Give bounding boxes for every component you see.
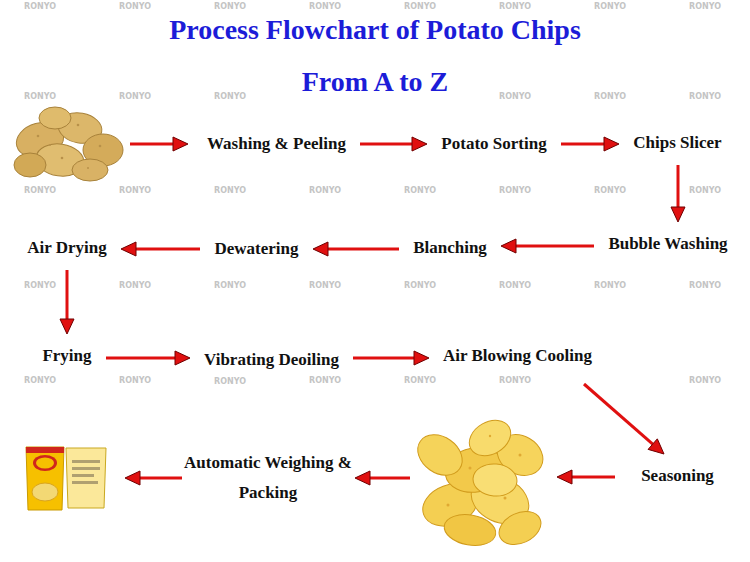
step-text: Blanching: [413, 238, 487, 258]
watermark: RONYO: [119, 281, 151, 290]
process-step: Bubble Washing: [606, 234, 730, 254]
flow-arrow: [671, 165, 685, 222]
step-text: Air Blowing Cooling: [443, 346, 592, 366]
process-step: Frying: [40, 346, 94, 366]
arrow-head: [313, 242, 328, 256]
arrow-line: [677, 165, 680, 207]
arrow-head: [412, 137, 427, 151]
watermark: RONYO: [214, 92, 246, 101]
watermark: RONYO: [689, 281, 721, 290]
process-step: Vibrating Deoiling: [202, 350, 341, 370]
watermark: RONYO: [24, 92, 56, 101]
step-text: Washing & Peeling: [207, 134, 346, 154]
chips-picture: [410, 413, 550, 551]
watermark: RONYO: [689, 92, 721, 101]
arrow-line: [561, 143, 604, 146]
process-step: Air Drying: [25, 238, 109, 258]
process-step: Dewatering: [212, 239, 301, 259]
arrow-head: [604, 137, 619, 151]
watermark: RONYO: [309, 281, 341, 290]
watermark: RONYO: [214, 281, 246, 290]
watermark: RONYO: [689, 2, 721, 11]
watermark: RONYO: [24, 281, 56, 290]
flow-arrow: [561, 137, 619, 151]
arrow-line: [66, 270, 69, 319]
watermark: RONYO: [309, 186, 341, 195]
watermark: RONYO: [214, 377, 246, 386]
watermark: RONYO: [499, 2, 531, 11]
step-text: Air Drying: [27, 238, 107, 258]
flow-arrow: [584, 384, 664, 454]
watermark: RONYO: [24, 186, 56, 195]
process-step: Chips Slicer: [631, 133, 724, 153]
flow-arrow: [60, 270, 74, 334]
flow-arrow: [353, 351, 429, 365]
watermark: RONYO: [689, 376, 721, 385]
step-text: Bubble Washing: [608, 234, 727, 254]
arrow-head: [501, 239, 516, 253]
watermark: RONYO: [309, 2, 341, 11]
chip-bag-picture: [26, 447, 106, 510]
watermark: RONYO: [404, 186, 436, 195]
watermark: RONYO: [119, 92, 151, 101]
arrow-head: [648, 439, 664, 454]
arrow-line: [516, 245, 594, 248]
arrow-head: [175, 351, 190, 365]
flow-arrow: [106, 351, 190, 365]
flow-arrow: [360, 137, 427, 151]
arrow-line: [353, 357, 414, 360]
flow-arrow: [121, 242, 200, 256]
watermark: RONYO: [214, 2, 246, 11]
watermark: RONYO: [689, 186, 721, 195]
watermark: RONYO: [404, 281, 436, 290]
step-text: Automatic Weighing & Packing: [182, 448, 354, 508]
watermark: RONYO: [594, 281, 626, 290]
watermark: RONYO: [24, 376, 56, 385]
arrow-head: [671, 207, 685, 222]
process-step: Washing & Peeling: [205, 134, 348, 154]
watermark: RONYO: [404, 376, 436, 385]
flow-arrow: [501, 239, 594, 253]
step-text: Vibrating Deoiling: [204, 350, 339, 370]
watermark: RONYO: [119, 186, 151, 195]
process-step: Seasoning: [639, 466, 716, 486]
picture-arrows: [125, 137, 615, 485]
arrow-head: [121, 242, 136, 256]
watermark: RONYO: [594, 2, 626, 11]
step-text: Frying: [42, 346, 91, 366]
step-text: Dewatering: [214, 239, 298, 259]
process-step: Blanching: [411, 238, 489, 258]
step-text: Chips Slicer: [633, 133, 721, 153]
flow-arrow: [313, 242, 399, 256]
watermark: RONYO: [119, 376, 151, 385]
watermark: RONYO: [594, 186, 626, 195]
watermark: RONYO: [499, 376, 531, 385]
arrow-line: [328, 248, 399, 251]
step-text: Seasoning: [641, 466, 714, 486]
step-text: Potato Sorting: [441, 134, 546, 154]
arrow-head: [60, 319, 74, 334]
title: Process Flowchart of Potato Chips From A…: [140, 4, 610, 108]
process-step: Potato Sorting: [439, 134, 549, 154]
arrow-head: [414, 351, 429, 365]
watermark: RONYO: [214, 186, 246, 195]
watermark: RONYO: [499, 92, 531, 101]
watermark: RONYO: [594, 92, 626, 101]
process-step: Automatic Weighing & Packing: [182, 448, 354, 508]
arrow-line: [584, 384, 653, 444]
process-step: Air Blowing Cooling: [441, 346, 594, 366]
watermark: RONYO: [499, 281, 531, 290]
potato-picture: [12, 107, 123, 181]
watermark: RONYO: [24, 2, 56, 11]
watermark: RONYO: [119, 2, 151, 11]
arrow-line: [106, 357, 175, 360]
watermark: RONYO: [404, 2, 436, 11]
watermark: RONYO: [309, 376, 341, 385]
watermark: RONYO: [499, 186, 531, 195]
arrow-line: [360, 143, 412, 146]
arrow-line: [136, 248, 200, 251]
